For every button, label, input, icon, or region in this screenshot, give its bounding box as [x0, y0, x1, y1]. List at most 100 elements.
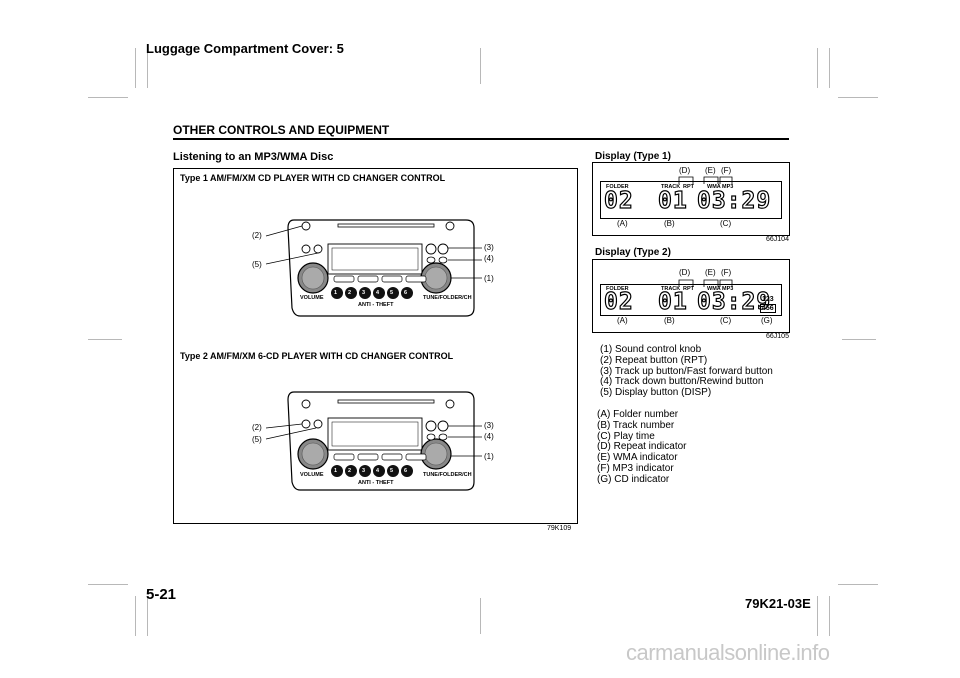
display1-lcd [600, 181, 782, 219]
callout-3: (3) [484, 421, 494, 430]
preset-1: 1 [334, 468, 338, 474]
callout-1: (1) [484, 274, 494, 283]
legend-numbers: (1) Sound control knob (2) Repeat button… [600, 344, 773, 399]
legend-item: (G) CD indicator [597, 473, 670, 485]
preset-2: 2 [348, 290, 352, 296]
preset-5: 5 [390, 468, 394, 474]
crop-mark [147, 596, 148, 636]
legend-item: (3) Track up button/Fast forward button [600, 365, 773, 377]
section-title: OTHER CONTROLS AND EQUIPMENT [173, 123, 390, 137]
crop-mark [838, 97, 878, 98]
display1-title: Display (Type 1) [595, 151, 671, 162]
callout-3: (3) [484, 243, 494, 252]
radio-type1-illustration [265, 219, 482, 317]
display2-label-f: (F) [721, 268, 732, 277]
display2-label-e: (E) [705, 268, 716, 277]
preset-3: 3 [362, 468, 366, 474]
callout-2: (2) [252, 423, 262, 432]
preset-2: 2 [348, 468, 352, 474]
track-number-display: 01 [657, 288, 688, 315]
radio-type2-illustration [265, 391, 482, 491]
preset-4: 4 [376, 290, 380, 296]
display2-lcd [600, 284, 782, 316]
display2-label-c: (C) [720, 316, 732, 325]
crop-mark [147, 48, 148, 88]
legend-letters: (A) Folder number (B) Track number (C) P… [597, 409, 687, 486]
crop-mark [817, 48, 818, 88]
preset-1: 1 [334, 290, 338, 296]
crop-mark [480, 48, 481, 84]
anti-theft-label: ANTI - THEFT [358, 302, 394, 308]
display1-label-b: (B) [664, 219, 675, 228]
tune-label: TUNE/FOLDER/CH [423, 295, 472, 301]
preset-6: 6 [404, 468, 408, 474]
callout-2: (2) [252, 231, 262, 240]
rpt-indicator: RPT [683, 184, 694, 190]
volume-label: VOLUME [300, 472, 324, 478]
wma-indicator: WMA [707, 286, 721, 292]
crop-mark [88, 339, 122, 340]
display1-label-a: (A) [617, 219, 628, 228]
crop-mark [838, 584, 878, 585]
crop-mark [480, 598, 481, 634]
cd-indicator-top: 123 [762, 296, 774, 303]
figure-code: 79K109 [547, 525, 572, 532]
display1-label-f: (F) [721, 166, 732, 175]
mp3-indicator: MP3 [722, 184, 734, 190]
crop-mark [829, 48, 830, 88]
tune-label: TUNE/FOLDER/CH [423, 472, 472, 478]
display2-label-d: (D) [679, 268, 691, 277]
folder-indicator: FOLDER [606, 184, 629, 190]
display1-brackets [678, 176, 733, 184]
display2-brackets [678, 279, 733, 287]
type1-title: Type 1 AM/FM/XM CD PLAYER WITH CD CHANGE… [180, 173, 446, 183]
display1-label-d: (D) [679, 166, 691, 175]
crop-mark [88, 97, 128, 98]
mp3-indicator: MP3 [722, 286, 734, 292]
display2-label-g: (G) [761, 316, 773, 325]
callout-5: (5) [252, 435, 262, 444]
document-code: 79K21-03E [745, 596, 811, 611]
legend-item: (E) WMA indicator [597, 452, 678, 464]
crop-mark [88, 584, 128, 585]
folder-number-display: 02 [603, 187, 634, 214]
section-rule [173, 138, 789, 140]
type2-title: Type 2 AM/FM/XM 6-CD PLAYER WITH CD CHAN… [180, 351, 454, 361]
preset-3: 3 [362, 290, 366, 296]
track-number-display: 01 [657, 187, 688, 214]
callout-1: (1) [484, 452, 494, 461]
cd-indicator-bottom: 456 [760, 304, 776, 313]
display2-title: Display (Type 2) [595, 247, 671, 258]
track-indicator: TRACK [661, 184, 681, 190]
folder-indicator: FOLDER [606, 286, 629, 292]
preset-4: 4 [376, 468, 380, 474]
folder-number-display: 02 [603, 288, 634, 315]
legend-item: (A) Folder number [597, 409, 679, 420]
subsection-title: Listening to an MP3/WMA Disc [173, 151, 334, 163]
legend-item: (2) Repeat button (RPT) [600, 354, 708, 366]
display1-label-c: (C) [720, 219, 732, 228]
crop-mark [829, 596, 830, 636]
watermark: carmanualsonline.info [626, 640, 830, 665]
callout-4: (4) [484, 254, 494, 263]
crop-mark [135, 48, 136, 88]
callout-5: (5) [252, 260, 262, 269]
rpt-indicator: RPT [683, 286, 694, 292]
legend-item: (4) Track down button/Rewind button [600, 376, 764, 388]
display2-label-b: (B) [664, 316, 675, 325]
crop-mark [135, 596, 136, 636]
track-indicator: TRACK [661, 286, 681, 292]
legend-item: (5) Display button (DISP) [600, 387, 712, 399]
preset-5: 5 [390, 290, 394, 296]
header-title: Luggage Compartment Cover: 5 [146, 41, 344, 56]
play-time-display: 03:29 [696, 288, 772, 315]
legend-item: (F) MP3 indicator [597, 462, 674, 474]
display1-code: 66J104 [766, 236, 789, 243]
legend-item: (D) Repeat indicator [597, 441, 687, 453]
volume-label: VOLUME [300, 295, 324, 301]
preset-6: 6 [404, 290, 408, 296]
crop-mark [817, 596, 818, 636]
wma-indicator: WMA [707, 184, 721, 190]
anti-theft-label: ANTI - THEFT [358, 480, 394, 486]
crop-mark [842, 339, 876, 340]
